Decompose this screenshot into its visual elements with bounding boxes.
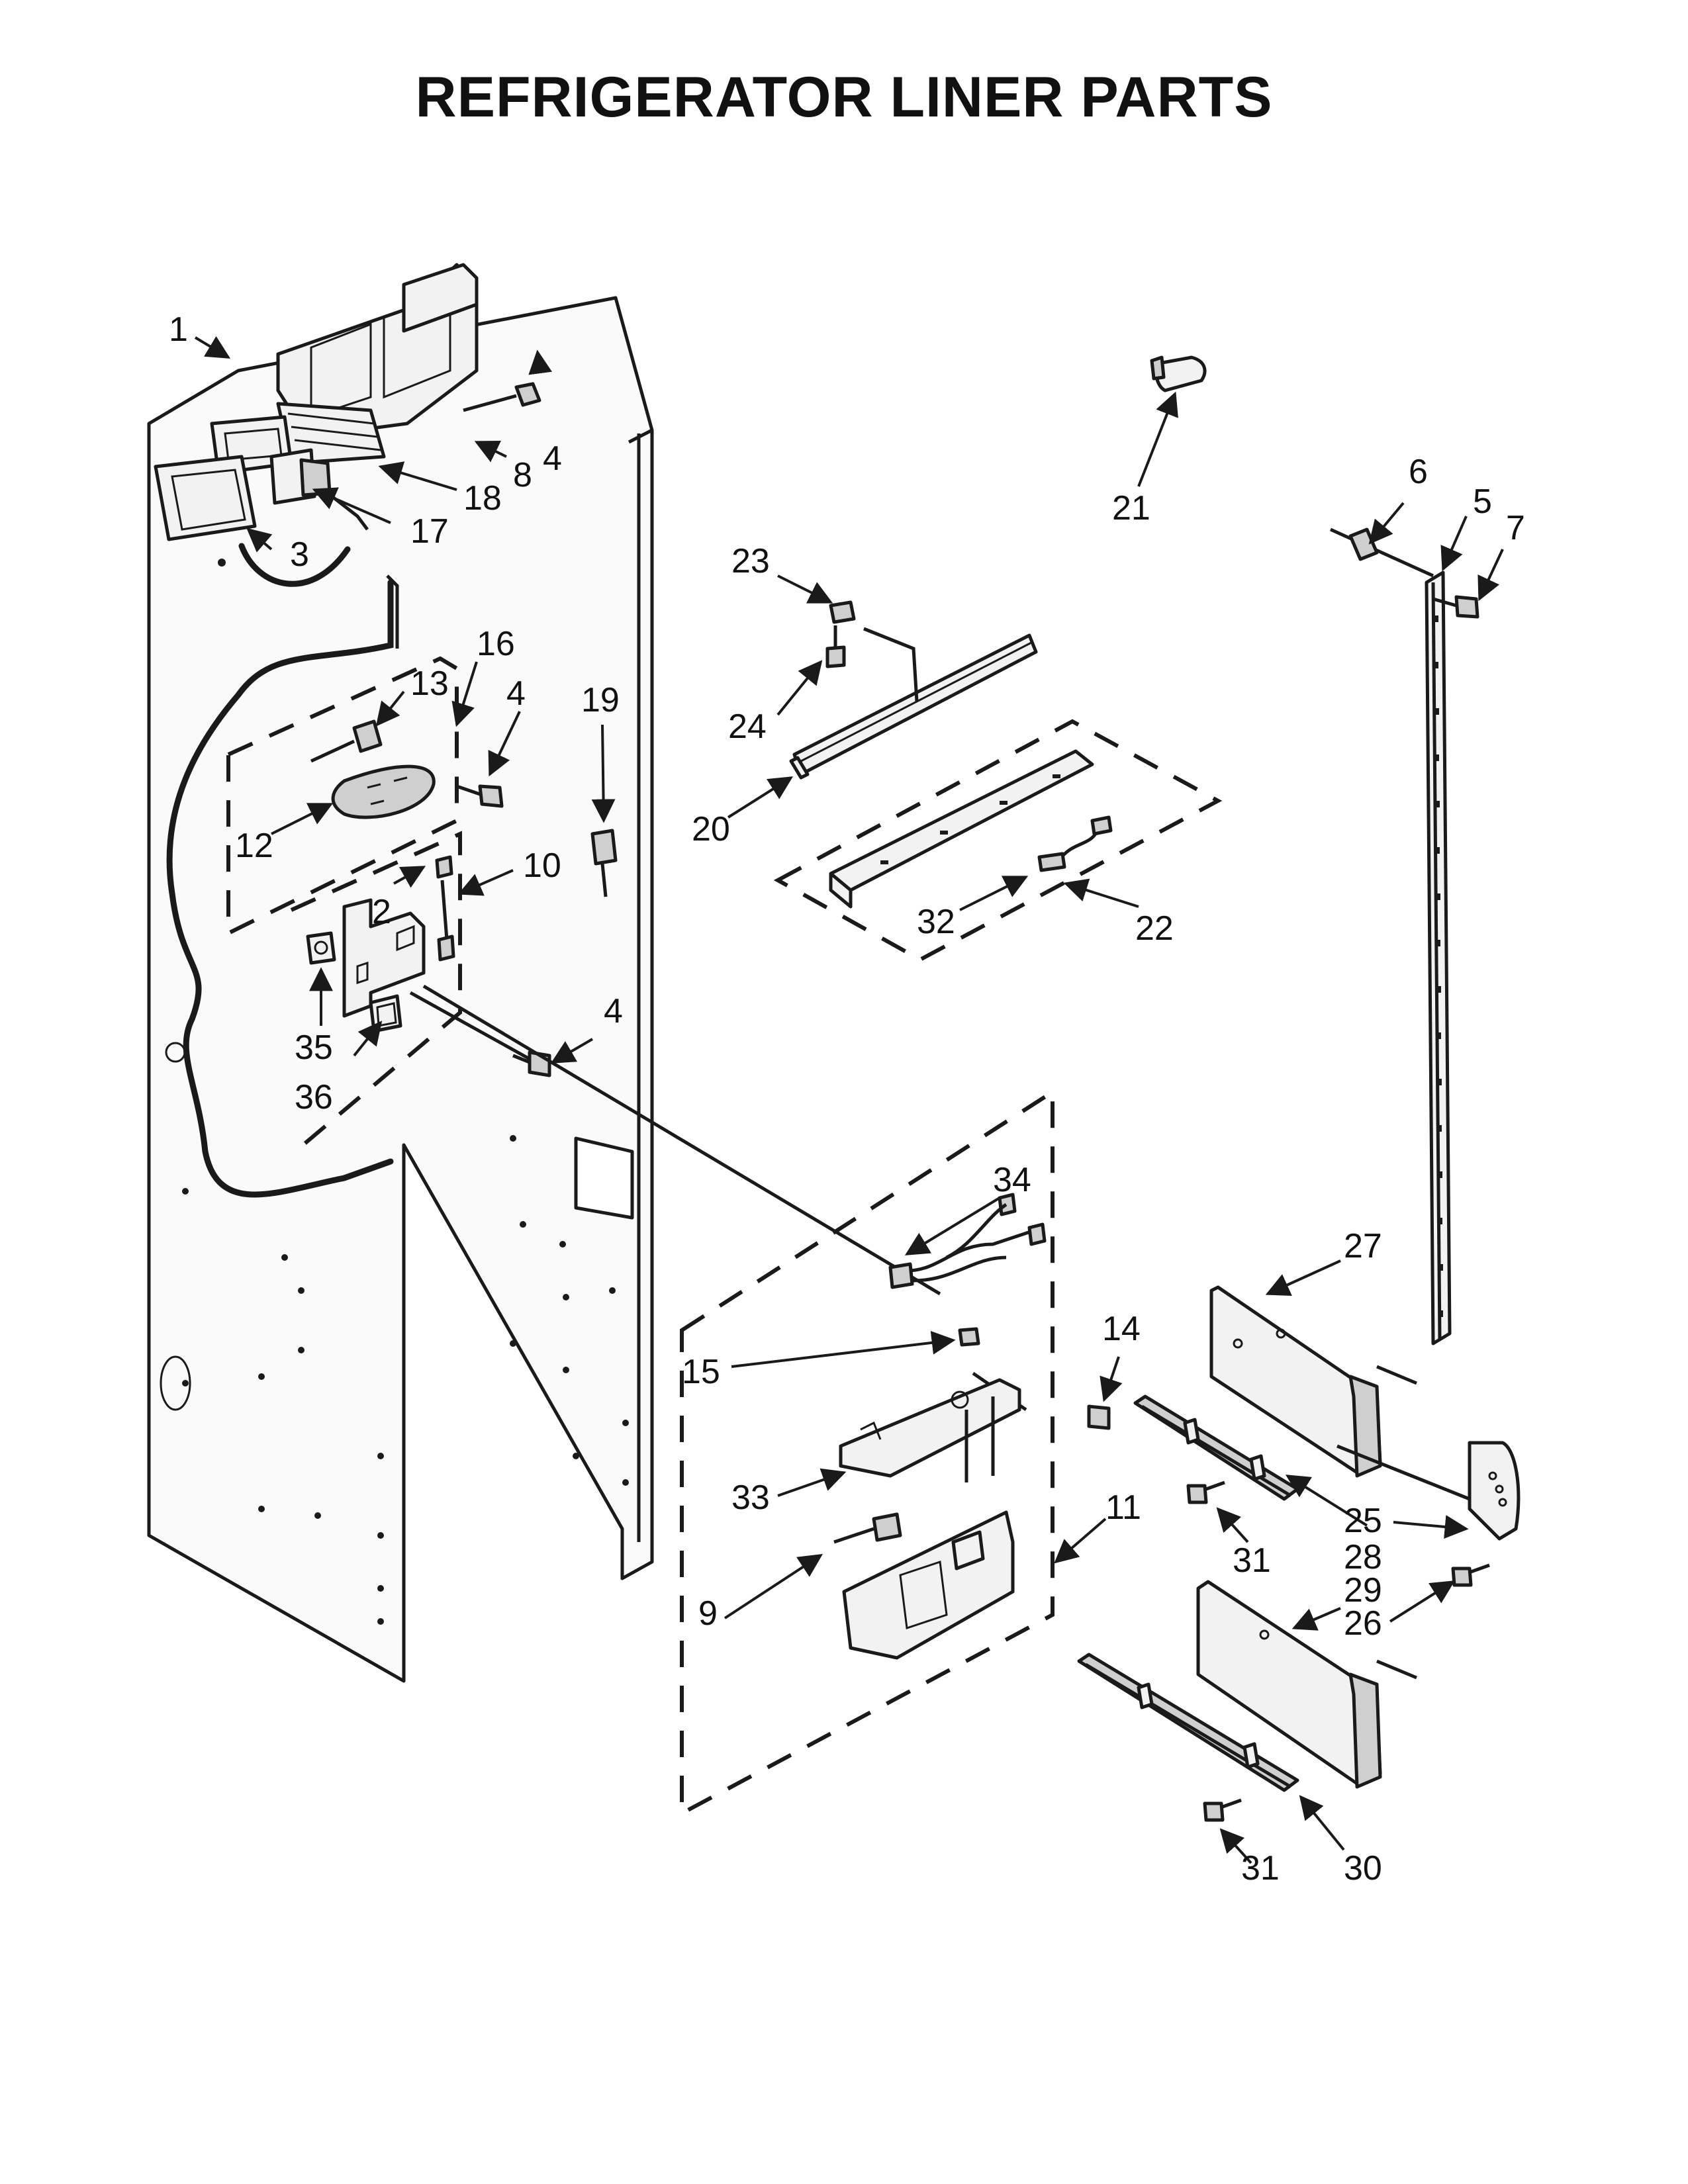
screw-top	[463, 382, 541, 412]
rail-slots	[1435, 615, 1443, 1317]
callout-10: 10	[523, 846, 561, 885]
damper-housing	[154, 455, 257, 541]
callout-31-lower: 31	[1241, 1849, 1280, 1888]
light-cover-gasket	[369, 994, 402, 1033]
light-socket	[435, 855, 455, 962]
callout-25: 25	[1344, 1502, 1382, 1540]
callout-leaders	[194, 336, 1504, 1864]
rail-clip	[1348, 527, 1379, 561]
filter-cover-33	[839, 1378, 1021, 1478]
light-housing-dashed-group	[290, 831, 462, 1157]
light-lens	[306, 931, 336, 965]
callout-35: 35	[295, 1028, 333, 1067]
callout-3: 3	[290, 535, 309, 574]
callout-4-mid: 4	[506, 674, 526, 713]
lower-drawer-front-29	[1196, 1580, 1382, 1789]
water-filter-dashed-group	[680, 1088, 1055, 1817]
air-duct-housing	[276, 263, 479, 439]
liner-panel	[147, 296, 654, 1683]
callout-4-low: 4	[604, 992, 623, 1030]
rail-bracket-line	[1329, 527, 1434, 578]
filter-housing	[842, 1510, 1015, 1660]
callout-19: 19	[581, 681, 620, 719]
filter-wire-guide	[422, 984, 941, 1296]
callout-17: 17	[410, 512, 449, 551]
callout-20: 20	[692, 810, 730, 848]
screw-14	[1087, 1404, 1111, 1430]
fan-wire	[238, 543, 351, 587]
callout-36: 36	[295, 1078, 333, 1116]
light-bracket	[342, 898, 426, 1018]
callout-23: 23	[731, 542, 770, 580]
temperature-sensor	[310, 719, 383, 763]
callout-5: 5	[1473, 482, 1492, 521]
lower-drawer-tab	[1376, 1659, 1417, 1680]
callout-26: 26	[1344, 1604, 1382, 1643]
rail-wire	[863, 627, 919, 702]
callout-6: 6	[1409, 453, 1428, 491]
callout-13: 13	[410, 664, 449, 703]
crisper-bracket	[829, 749, 1094, 909]
callout-24: 24	[728, 707, 767, 746]
liner-holes	[182, 559, 629, 1625]
callout-14: 14	[1102, 1310, 1141, 1348]
callout-12: 12	[235, 827, 273, 865]
callout-33: 33	[731, 1479, 770, 1517]
screw-rail	[1432, 595, 1479, 619]
callout-9: 9	[698, 1594, 718, 1633]
callout-21: 21	[1112, 489, 1150, 527]
screw-24	[825, 625, 846, 668]
door-switch	[590, 829, 618, 897]
drawer-handle-25	[1468, 1441, 1521, 1541]
callout-27: 27	[1344, 1227, 1382, 1265]
callout-16: 16	[477, 625, 515, 663]
callout-32: 32	[917, 903, 955, 941]
lower-screw-31	[1203, 1798, 1242, 1822]
callout-labels: 1 2 3 4 4 4 5 6 7 8 9 10 11 12 13 14 15 …	[169, 310, 1525, 1888]
liner-plate	[574, 1136, 634, 1220]
screw-control	[456, 784, 504, 808]
upper-slide-line	[1336, 1444, 1470, 1501]
callout-15: 15	[682, 1353, 720, 1391]
callout-1: 1	[169, 310, 188, 349]
callout-18: 18	[463, 479, 502, 518]
drain-hole	[160, 1355, 191, 1411]
filter-sensor-9	[833, 1512, 902, 1544]
callout-2: 2	[372, 893, 391, 931]
upper-screw-31	[1186, 1480, 1225, 1504]
handle-screw-26	[1451, 1563, 1490, 1587]
callout-28: 28	[1344, 1538, 1382, 1576]
callout-8: 8	[513, 456, 532, 494]
rail	[1425, 570, 1452, 1345]
callout-7: 7	[1506, 509, 1525, 547]
crisper-wire-32	[1037, 815, 1113, 872]
liner-wire-harness	[166, 579, 394, 1198]
upper-drawer-tab	[1376, 1365, 1417, 1385]
upper-drawer-front-27	[1209, 1285, 1382, 1478]
leader-bracket-screw	[409, 991, 531, 1061]
callout-4-top: 4	[543, 439, 562, 478]
callout-29: 29	[1344, 1571, 1382, 1610]
shelf-clip	[1150, 355, 1207, 392]
diagram-title: REFRIGERATOR LINER PARTS	[415, 66, 1273, 129]
filter-wire-harness	[888, 1193, 1047, 1289]
callout-31-upper: 31	[1233, 1541, 1271, 1580]
callout-34: 34	[993, 1161, 1031, 1199]
filter-screw-15	[958, 1327, 980, 1347]
control-housing-dashed-group	[226, 656, 459, 936]
lower-slide-30	[1077, 1653, 1299, 1792]
crisper-bracket-dashed-group	[773, 719, 1223, 962]
callout-30: 30	[1344, 1849, 1382, 1888]
callout-22: 22	[1135, 909, 1174, 948]
wire-clip-23	[829, 600, 856, 624]
control-board	[331, 764, 436, 819]
callout-11: 11	[1105, 1488, 1141, 1527]
